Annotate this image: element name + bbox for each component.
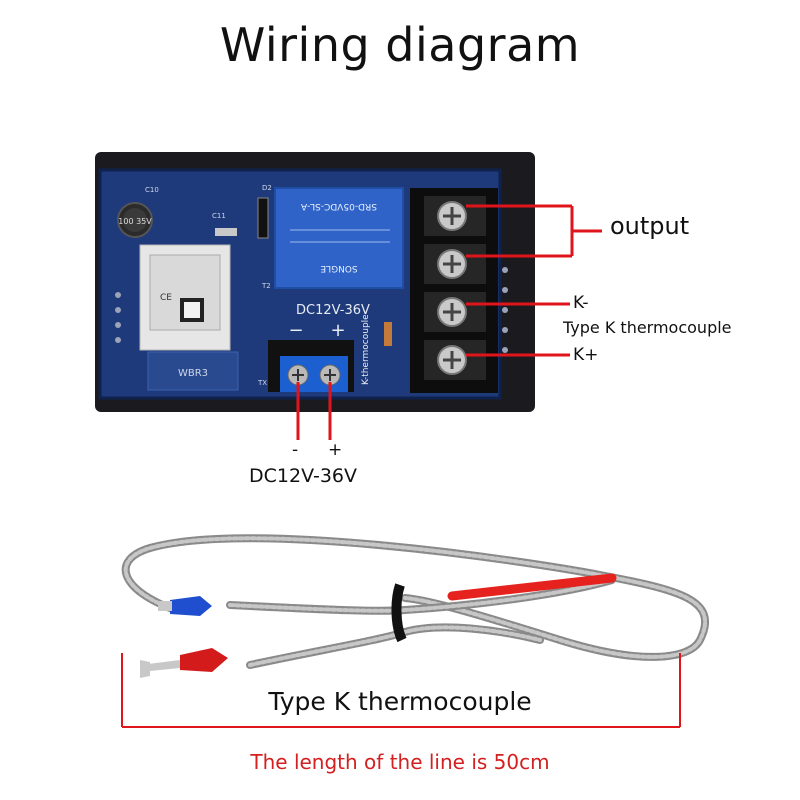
blue-spade-terminal <box>158 596 212 616</box>
label-power-minus: - <box>292 440 299 460</box>
label-power-plus: + <box>328 440 343 460</box>
relay-brand: SONGLE <box>320 263 358 273</box>
relay: SRD-05VDC-SL-A SONGLE <box>274 187 404 289</box>
relay-model: SRD-05VDC-SL-A <box>300 201 377 211</box>
cable-label: Type K thermocouple <box>268 687 532 716</box>
power-lines <box>296 382 332 440</box>
silkscreen-k-thermocouple: K-thermocouple <box>361 314 371 385</box>
capacitor-value: 100 35V <box>118 217 152 226</box>
wifi-module: CE <box>139 244 231 351</box>
cable-length-note: The length of the line is 50cm <box>250 750 550 774</box>
label-c11: C11 <box>212 212 226 220</box>
output-bracket-lines <box>466 204 602 258</box>
label-c10: C10 <box>145 186 159 194</box>
terminal-screw-4 <box>424 340 486 380</box>
label-k-plus: K+ <box>573 345 599 365</box>
label-power: DC12V-36V <box>249 465 357 487</box>
capacitor-c10: 100 35V <box>117 202 153 238</box>
cable-clip <box>391 583 407 643</box>
label-k-minus: K- <box>573 293 589 313</box>
thermocouple-cable <box>121 534 710 669</box>
terminal-screw-2 <box>424 244 486 284</box>
label-output: output <box>610 212 690 240</box>
ce-mark: CE <box>160 293 172 303</box>
label-t2: T2 <box>261 282 271 290</box>
label-type-k-thermocouple: Type K thermocouple <box>563 318 732 337</box>
silkscreen-minus: − <box>288 320 303 341</box>
screw-terminal-block <box>410 188 498 393</box>
terminal-screw-3 <box>424 292 486 332</box>
page-title: Wiring diagram <box>219 18 581 72</box>
terminal-screw-1 <box>424 196 486 236</box>
wifi-module-label: WBR3 <box>178 368 208 379</box>
length-dimension-bracket <box>121 653 681 728</box>
silkscreen-plus: + <box>330 320 345 341</box>
label-d2: D2 <box>262 184 272 192</box>
label-tx: TX <box>257 379 267 387</box>
silkscreen-power: DC12V-36V <box>296 303 370 318</box>
red-spade-terminal <box>140 648 228 678</box>
power-terminal-block <box>268 340 354 392</box>
